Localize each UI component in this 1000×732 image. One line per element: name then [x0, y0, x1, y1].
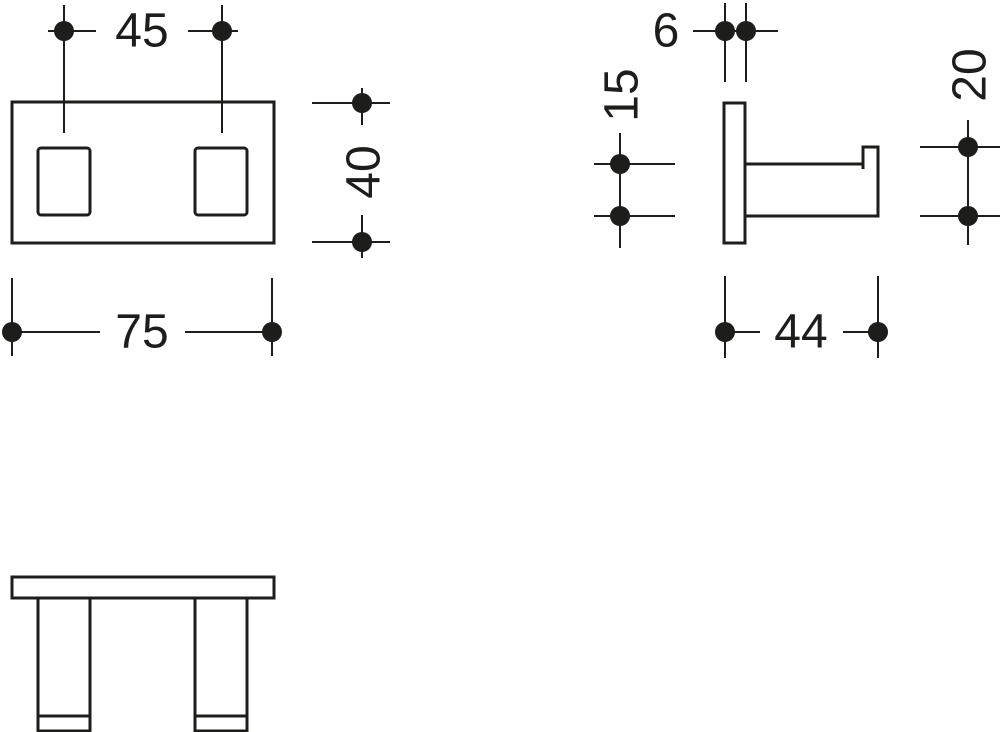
dim-label-6: 6: [653, 5, 680, 58]
dim-label-15: 15: [596, 68, 649, 121]
bottom-plate-outline: [10, 575, 276, 600]
dimension-height: 40: [312, 88, 391, 258]
dim-label-44: 44: [774, 306, 827, 359]
dimension-hook-offset: 15: [594, 68, 675, 248]
front-view: [10, 100, 276, 245]
right-hook-leg: [193, 598, 249, 732]
dimension-plate-thickness: 6: [653, 3, 778, 82]
hook-arm-outline: [745, 145, 880, 218]
side-plate-outline: [722, 101, 747, 245]
dimension-depth: 44: [715, 276, 888, 359]
dim-label-75: 75: [115, 306, 168, 359]
front-plate-outline: [10, 100, 276, 245]
left-hook-square: [36, 146, 92, 217]
dim-label-45: 45: [115, 5, 168, 58]
left-hook-leg: [36, 598, 92, 732]
side-view: [722, 101, 880, 245]
dimension-hole-spacing: 45: [48, 5, 238, 133]
dim-label-40: 40: [338, 145, 391, 198]
dim-label-20: 20: [944, 48, 997, 101]
dimension-hook-height: 20: [920, 48, 1000, 245]
dimension-width: 75: [2, 278, 282, 359]
bottom-view: [10, 575, 276, 732]
right-hook-square: [193, 146, 249, 217]
